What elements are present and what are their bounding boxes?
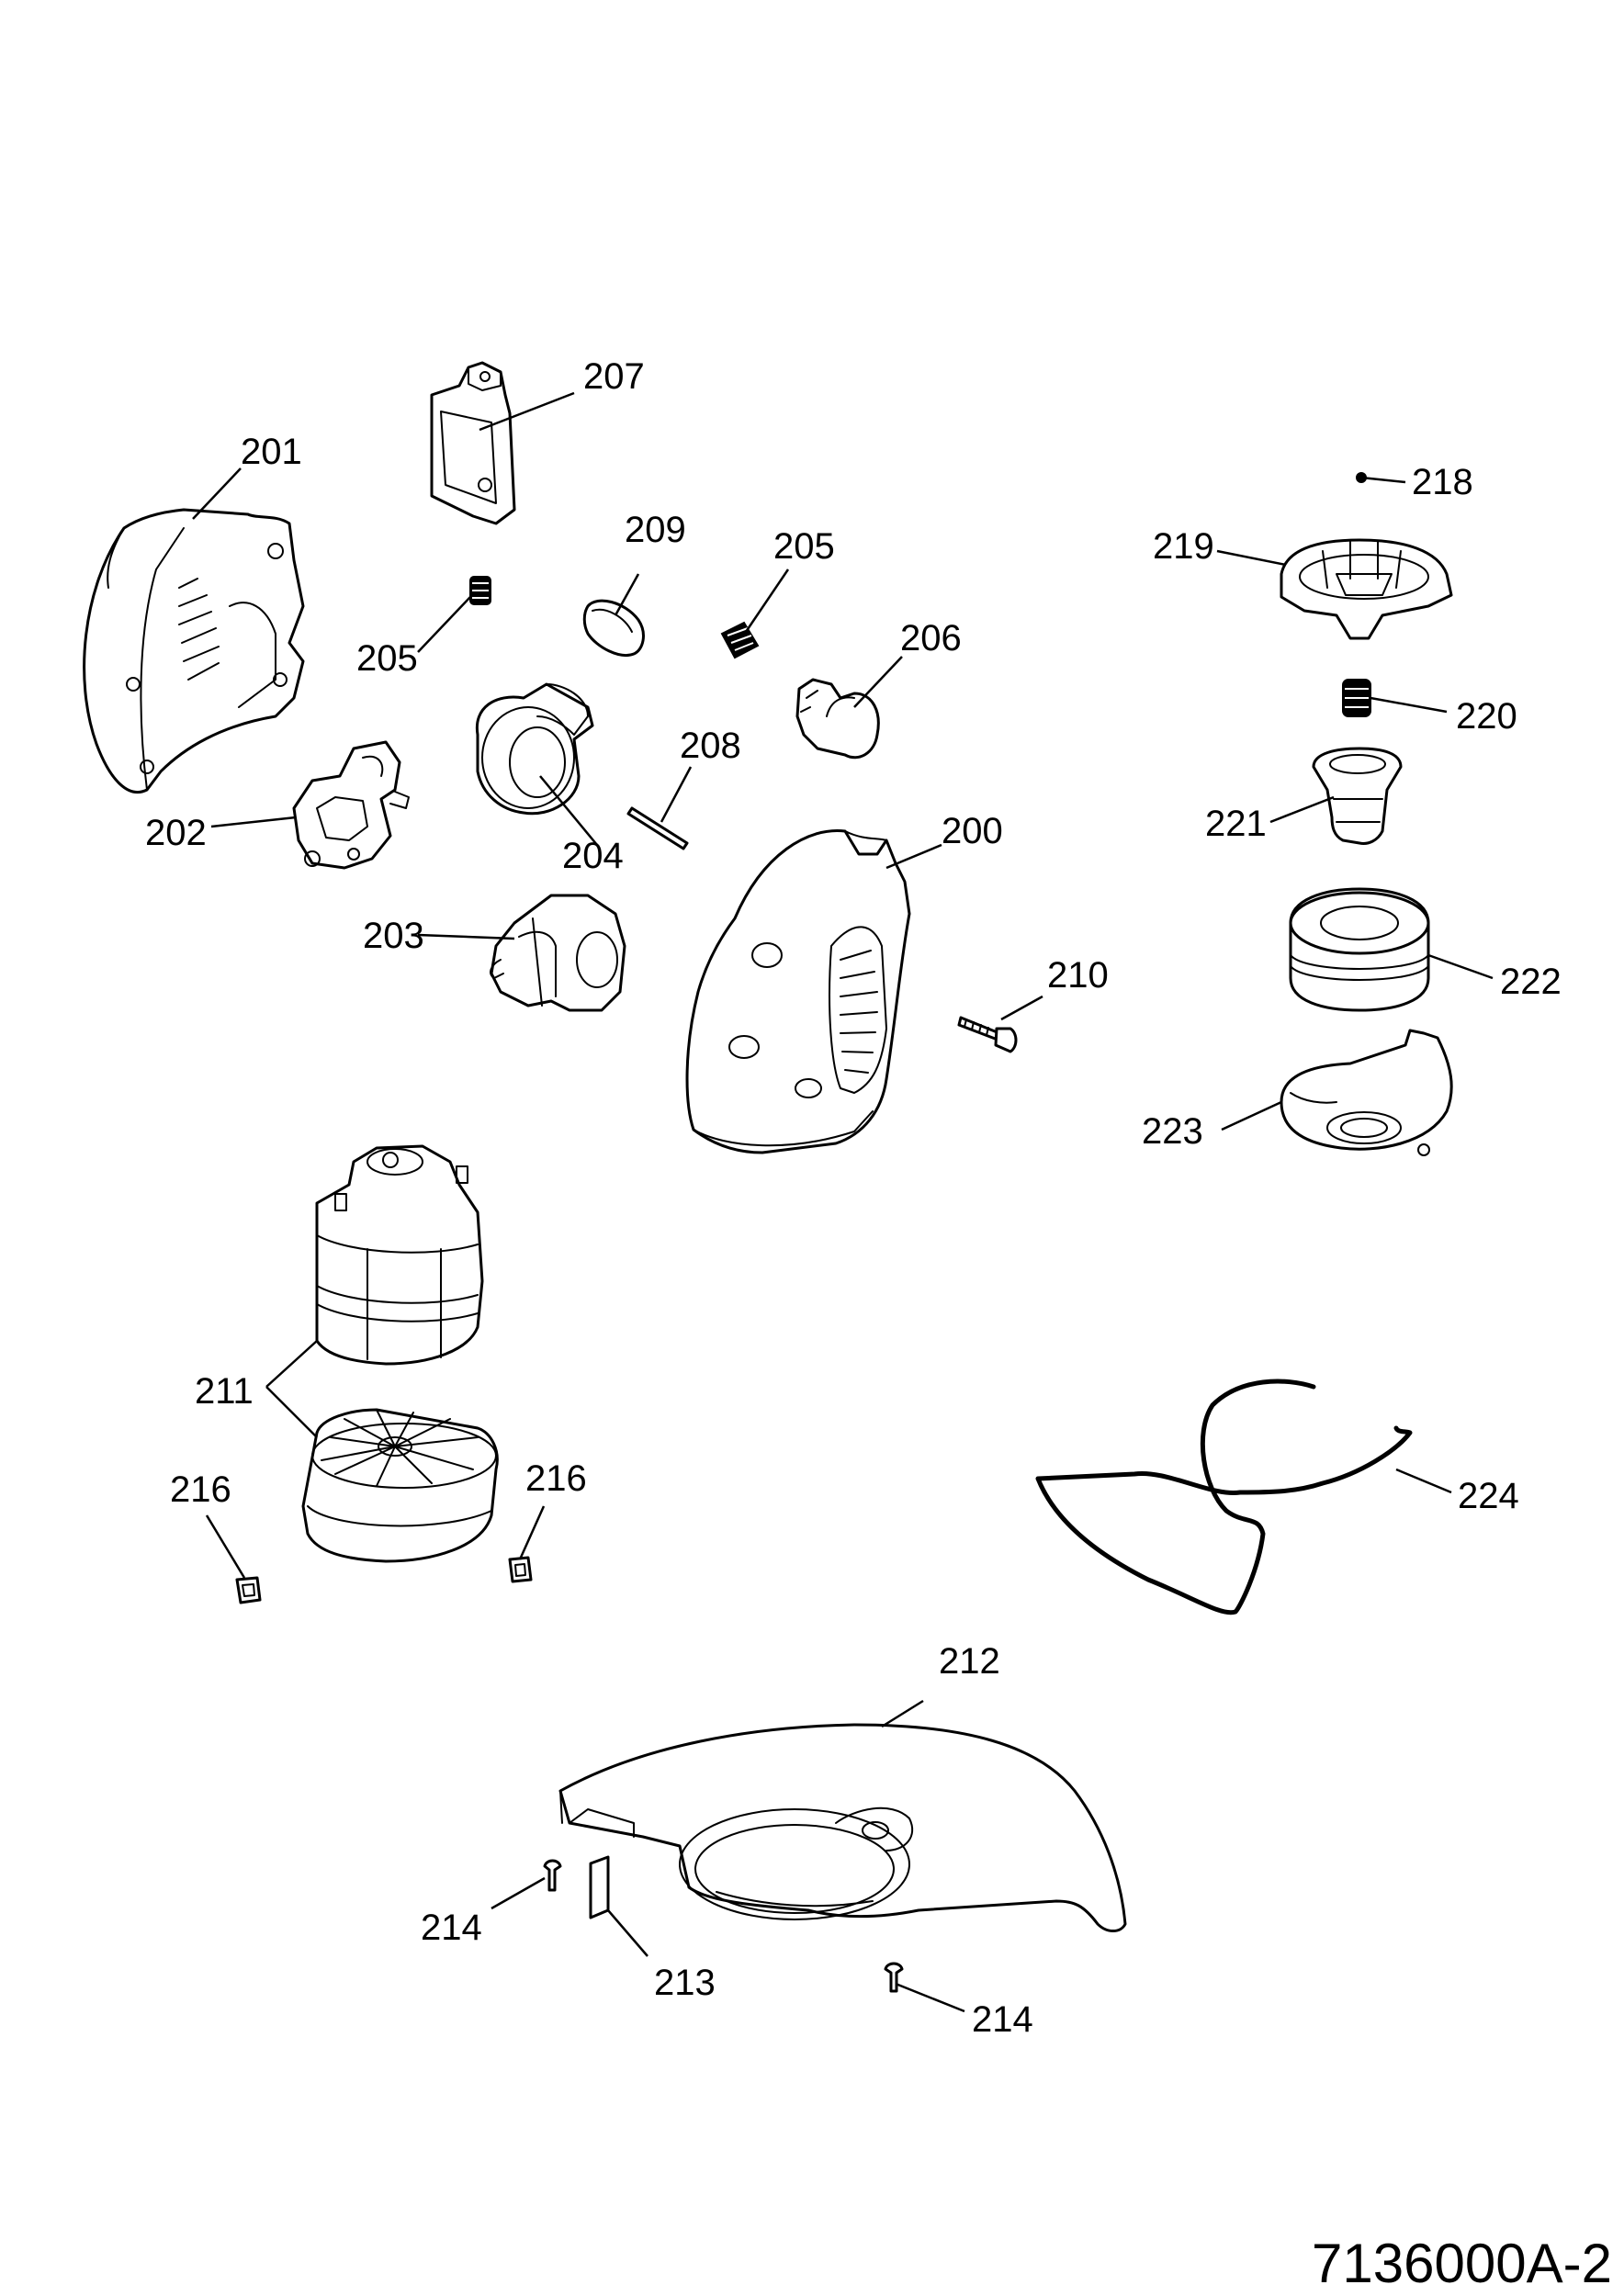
- label-224: 224: [1458, 1476, 1519, 1516]
- label-214-left: 214: [421, 1908, 482, 1948]
- leader-213: [607, 1909, 648, 1957]
- part-210-screw: [957, 1016, 1018, 1053]
- leader-207: [479, 391, 575, 432]
- label-214-right: 214: [972, 1999, 1033, 2040]
- leader-lines: [192, 391, 1494, 2013]
- part-214-screw-left: [543, 1859, 562, 1892]
- part-212-blade-guard: [558, 1723, 1127, 1932]
- leader-202: [210, 816, 297, 828]
- label-220: 220: [1456, 696, 1517, 737]
- label-202: 202: [145, 813, 207, 853]
- part-202-switch-holder: [292, 740, 410, 870]
- part-208-pin: [626, 806, 689, 850]
- label-203: 203: [363, 916, 424, 956]
- label-204: 204: [562, 836, 624, 876]
- part-221-spool-lock: [1312, 747, 1403, 845]
- label-223: 223: [1142, 1111, 1203, 1152]
- label-200: 200: [942, 811, 1003, 851]
- leader-212: [881, 1699, 924, 1728]
- part-labels: 207 201 205 209 205 206 208 204 202 203 …: [145, 356, 1562, 2040]
- leader-216a: [205, 1514, 246, 1579]
- leader-208: [660, 766, 693, 823]
- leader-224: [1395, 1468, 1452, 1494]
- part-214-screw-right: [884, 1962, 904, 1993]
- part-201-housing-half: [83, 508, 305, 793]
- part-209-cap: [582, 599, 645, 657]
- label-201: 201: [241, 432, 302, 472]
- label-205-left: 205: [356, 638, 418, 679]
- part-205-spring-right: [720, 621, 760, 659]
- part-205-spring-left: [469, 576, 491, 605]
- part-223-spool-housing: [1280, 1029, 1453, 1156]
- part-224-wire-guard: [1035, 1379, 1413, 1615]
- label-207: 207: [583, 356, 645, 397]
- document-number: 7136000A-2: [1312, 2233, 1612, 2294]
- part-213-label: [589, 1855, 610, 1919]
- leader-222: [1427, 953, 1494, 980]
- part-200-motor-cover: [685, 828, 911, 1154]
- leader-220: [1370, 696, 1448, 714]
- label-216-left: 216: [170, 1469, 231, 1510]
- label-206: 206: [900, 618, 962, 658]
- leader-218: [1360, 476, 1406, 484]
- part-220-spring: [1342, 679, 1371, 717]
- leader-200: [885, 843, 942, 870]
- label-216-right: 216: [525, 1458, 587, 1499]
- part-207-handle-clamp: [430, 361, 516, 525]
- leader-221: [1269, 795, 1335, 824]
- leader-211: [265, 1340, 318, 1438]
- leader-204: [539, 775, 598, 846]
- leader-219: [1216, 549, 1287, 567]
- leader-205a: [417, 596, 471, 653]
- part-204-handle-coupling: [475, 682, 594, 816]
- part-216-clip-left: [235, 1576, 262, 1604]
- part-222-spool: [1289, 887, 1430, 1012]
- leader-206: [853, 656, 903, 708]
- part-219-spool-cap: [1280, 538, 1453, 640]
- leader-214a: [491, 1876, 546, 1910]
- leader-209: [614, 573, 640, 616]
- label-218: 218: [1412, 462, 1473, 502]
- leader-201: [192, 467, 242, 520]
- label-212: 212: [939, 1641, 1000, 1682]
- leader-214b: [895, 1982, 965, 2013]
- label-211: 211: [195, 1371, 254, 1412]
- label-208: 208: [680, 726, 741, 766]
- leader-203: [417, 933, 515, 940]
- leader-223: [1221, 1100, 1282, 1131]
- label-219: 219: [1153, 526, 1214, 567]
- label-210: 210: [1047, 955, 1109, 996]
- label-222: 222: [1500, 962, 1562, 1002]
- label-213: 213: [654, 1963, 716, 2003]
- leader-216b: [518, 1505, 546, 1560]
- leader-210: [1000, 995, 1043, 1021]
- label-209: 209: [625, 510, 686, 550]
- leader-205b: [744, 568, 790, 633]
- part-211-fan: [301, 1408, 499, 1563]
- part-203-elbow-adaptor: [490, 894, 626, 1012]
- part-206-switch: [795, 678, 880, 760]
- part-211-motor: [315, 1144, 484, 1366]
- part-216-clip-right: [508, 1556, 533, 1583]
- label-205-right: 205: [773, 526, 835, 567]
- label-221: 221: [1205, 804, 1267, 844]
